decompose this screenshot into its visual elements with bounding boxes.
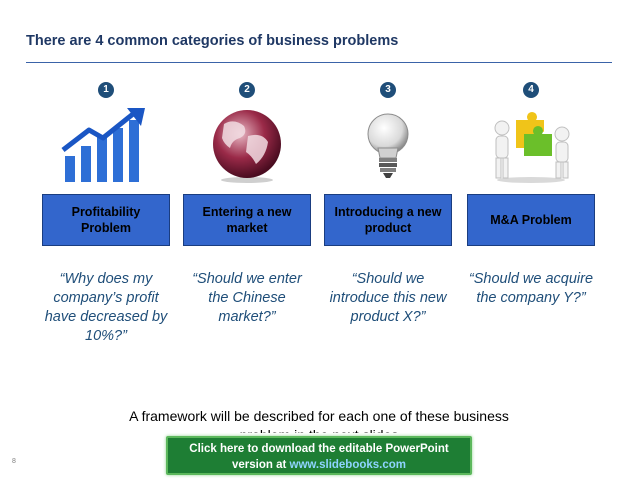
category-number-badge: 4 [523,82,539,98]
category-label-box: M&A Problem [467,194,595,246]
framework-note: A framework will be described for each o… [129,408,509,433]
rising-bar-chart-icon [61,106,151,184]
category-question: “Should we acquire the company Y?” [468,271,594,306]
category-label-box: Profitability Problem [42,194,170,246]
category-number-badge: 1 [98,82,114,98]
category-question: “Why does my company’s profit have decre… [44,271,168,344]
slidebooks-link[interactable]: www.slidebooks.com [289,459,407,471]
page-number: 8 [12,458,16,465]
download-button[interactable]: Click here to download the editable Powe… [166,436,472,475]
category-number-badge: 2 [239,82,255,98]
category-question: “Should we introduce this new product X?… [329,271,447,325]
category-label-box: Introducing a new product [324,194,452,246]
globe-icon [202,106,292,184]
puzzle-people-icon [486,106,576,184]
category-new-market: 2 Entering a new market “Should we enter… [181,78,313,358]
slide-title: There are 4 common categories of busines… [26,33,399,49]
download-line-2: version at www.slidebooks.com [168,457,470,473]
category-question: “Should we enter the Chinese market?” [192,271,302,325]
category-profitability: 1 Profitability Problem “Why does my com… [40,78,172,358]
download-prefix: version at [231,459,290,471]
category-new-product: 3 Introducing a new product “Should we i… [322,78,454,358]
download-line-1: Click here to download the editable Powe… [189,443,449,455]
category-m-and-a: 4 M&A Problem “Should we acquire the com… [465,78,597,358]
title-divider [26,62,612,63]
lightbulb-icon [343,106,433,184]
category-label-box: Entering a new market [183,194,311,246]
category-number-badge: 3 [380,82,396,98]
